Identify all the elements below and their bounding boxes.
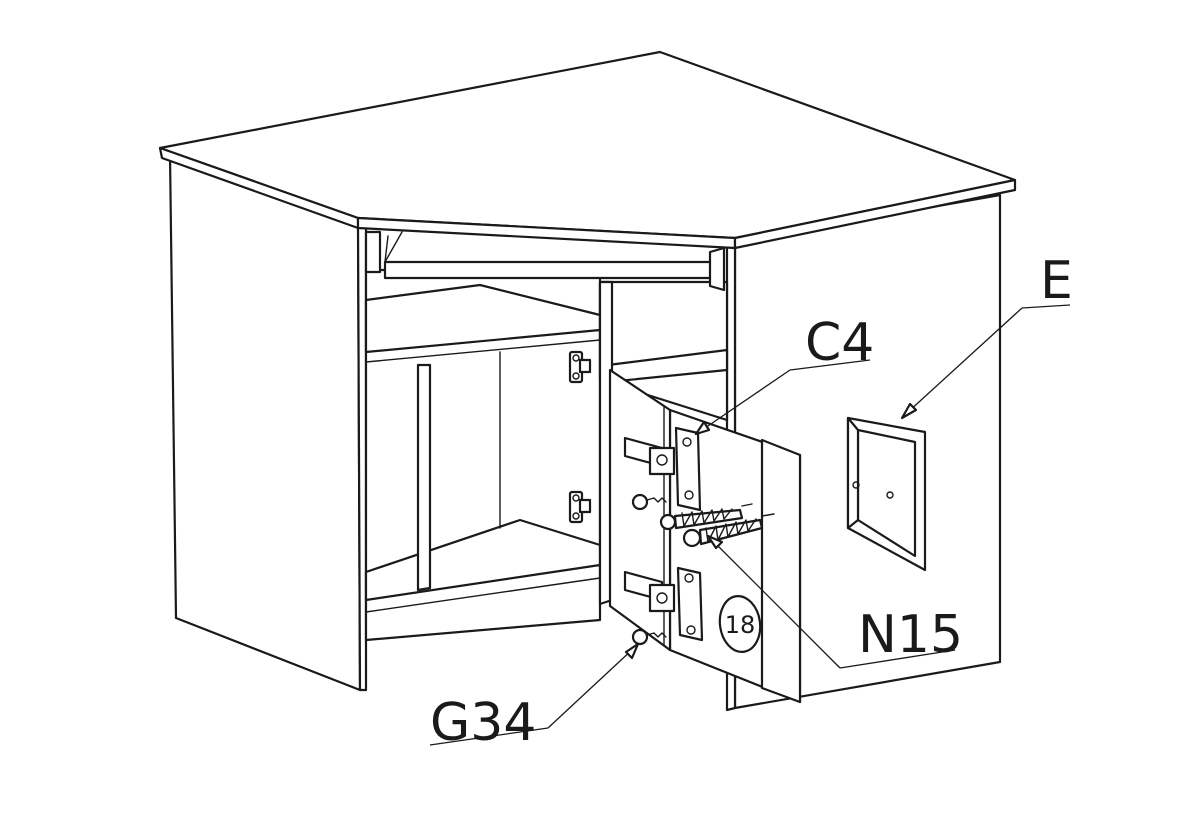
screw-n15-lower [682,513,775,548]
label-g34: G34 [430,693,536,753]
screw-n15-upper [659,503,753,531]
leader-e [900,304,1071,420]
label-e: E [1040,251,1073,311]
body-hinge-top [568,350,592,384]
screw-g34-bottom [631,628,667,646]
door-number: 18 [725,611,756,639]
leader-c4 [694,359,871,436]
desk-top [158,50,1017,250]
label-n15: N15 [858,605,963,665]
leader-g34 [429,642,640,746]
screw-g34-top [631,493,667,511]
door-hinge-bottom [623,566,704,642]
bracket-e [846,416,927,572]
left-side-panel [168,153,368,692]
door-hinge-top [623,426,702,512]
keyboard-tray [364,230,726,292]
leader-n15 [706,534,956,669]
label-c4: C4 [805,313,874,373]
body-hinge-bottom [568,490,592,524]
door-number-badge: 18 [718,595,762,653]
